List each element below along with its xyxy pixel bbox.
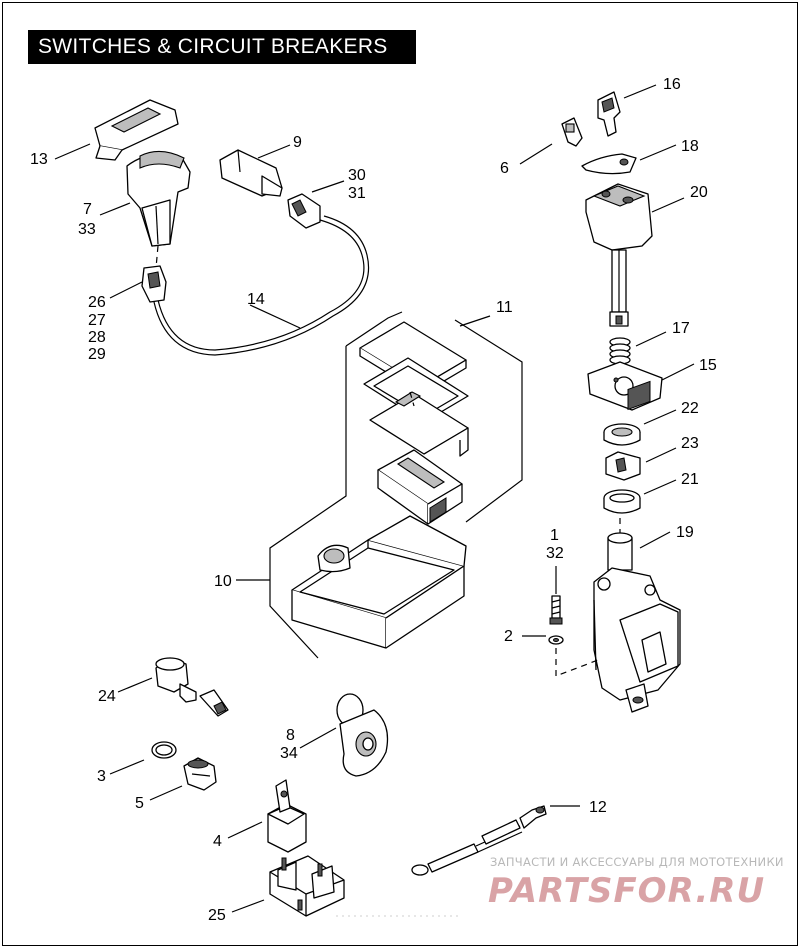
callout-11: 11 xyxy=(496,299,513,316)
callout-26: 26 xyxy=(88,294,106,311)
callout-10: 10 xyxy=(214,573,232,590)
part-9-connector xyxy=(219,149,283,197)
callout-33: 33 xyxy=(78,221,96,238)
callout-4: 4 xyxy=(213,833,222,850)
part-13-cover xyxy=(94,99,179,161)
callout-29: 29 xyxy=(88,346,106,363)
part-20-switch-cap xyxy=(585,183,653,327)
callout-5: 5 xyxy=(135,795,144,812)
part-2-washer xyxy=(548,635,564,645)
part-16-key xyxy=(597,91,621,137)
callout-15: 15 xyxy=(699,357,717,374)
part-24-pressure-switch xyxy=(155,657,229,717)
part-21-bushing xyxy=(603,489,641,514)
part-30-harness-connector xyxy=(287,193,321,229)
callout-13: 13 xyxy=(30,151,48,168)
callout-3: 3 xyxy=(97,768,106,785)
callout-6: 6 xyxy=(500,160,509,177)
callout-7: 7 xyxy=(83,201,92,218)
part-12-ground-cable xyxy=(411,805,547,876)
part-10-breaker-box xyxy=(291,515,467,649)
callout-17: 17 xyxy=(672,320,690,337)
callout-27: 27 xyxy=(88,312,106,329)
part-3-o-ring xyxy=(151,741,177,759)
part-11-circuit-breaker xyxy=(377,449,463,525)
callout-25: 25 xyxy=(208,907,226,924)
callout-32: 32 xyxy=(546,545,564,562)
part-4-relay xyxy=(267,779,307,853)
part-14-wire-harness xyxy=(157,219,365,351)
part-26-terminal-connector xyxy=(141,265,167,303)
callout-19: 19 xyxy=(676,524,694,541)
callout-24: 24 xyxy=(98,688,116,705)
callout-30: 30 xyxy=(348,167,366,184)
part-15-detent-plate xyxy=(587,361,663,411)
part-6-key-tag xyxy=(561,117,583,147)
part-19-ignition-switch-body xyxy=(593,380,681,713)
callout-9: 9 xyxy=(293,134,302,151)
part-1-screw xyxy=(549,595,563,625)
part-18-lock-plate xyxy=(581,153,637,175)
part-11-circuit-breaker-cover-stack xyxy=(359,321,469,457)
part-17-spring xyxy=(609,337,631,365)
callout-1: 1 xyxy=(550,527,559,544)
callout-22: 22 xyxy=(681,400,699,417)
callout-20: 20 xyxy=(690,184,708,201)
part-8-key-fob xyxy=(336,693,389,777)
callout-14: 14 xyxy=(247,291,265,308)
diagram-title: SWITCHES & CIRCUIT BREAKERS xyxy=(28,30,416,64)
part-5-neutral-switch xyxy=(183,757,217,791)
callout-23: 23 xyxy=(681,435,699,452)
callout-2: 2 xyxy=(504,628,513,645)
callout-8: 8 xyxy=(286,727,295,744)
callout-18: 18 xyxy=(681,138,699,155)
part-23-collar xyxy=(605,451,641,481)
callout-12: 12 xyxy=(589,799,607,816)
part-25-relay-holder xyxy=(269,855,345,917)
callout-21: 21 xyxy=(681,471,699,488)
watermark-brand: PARTSFOR.RU xyxy=(488,871,765,911)
callout-28: 28 xyxy=(88,329,106,346)
callout-16: 16 xyxy=(663,76,681,93)
callout-31: 31 xyxy=(348,185,366,202)
callout-34: 34 xyxy=(280,745,298,762)
part-7-switch-housing xyxy=(126,150,191,247)
watermark-caption: ЗАПЧАСТИ И АКСЕССУАРЫ ДЛЯ МОТОТЕХНИКИ xyxy=(490,855,784,869)
part-22-retaining-ring xyxy=(603,423,641,446)
